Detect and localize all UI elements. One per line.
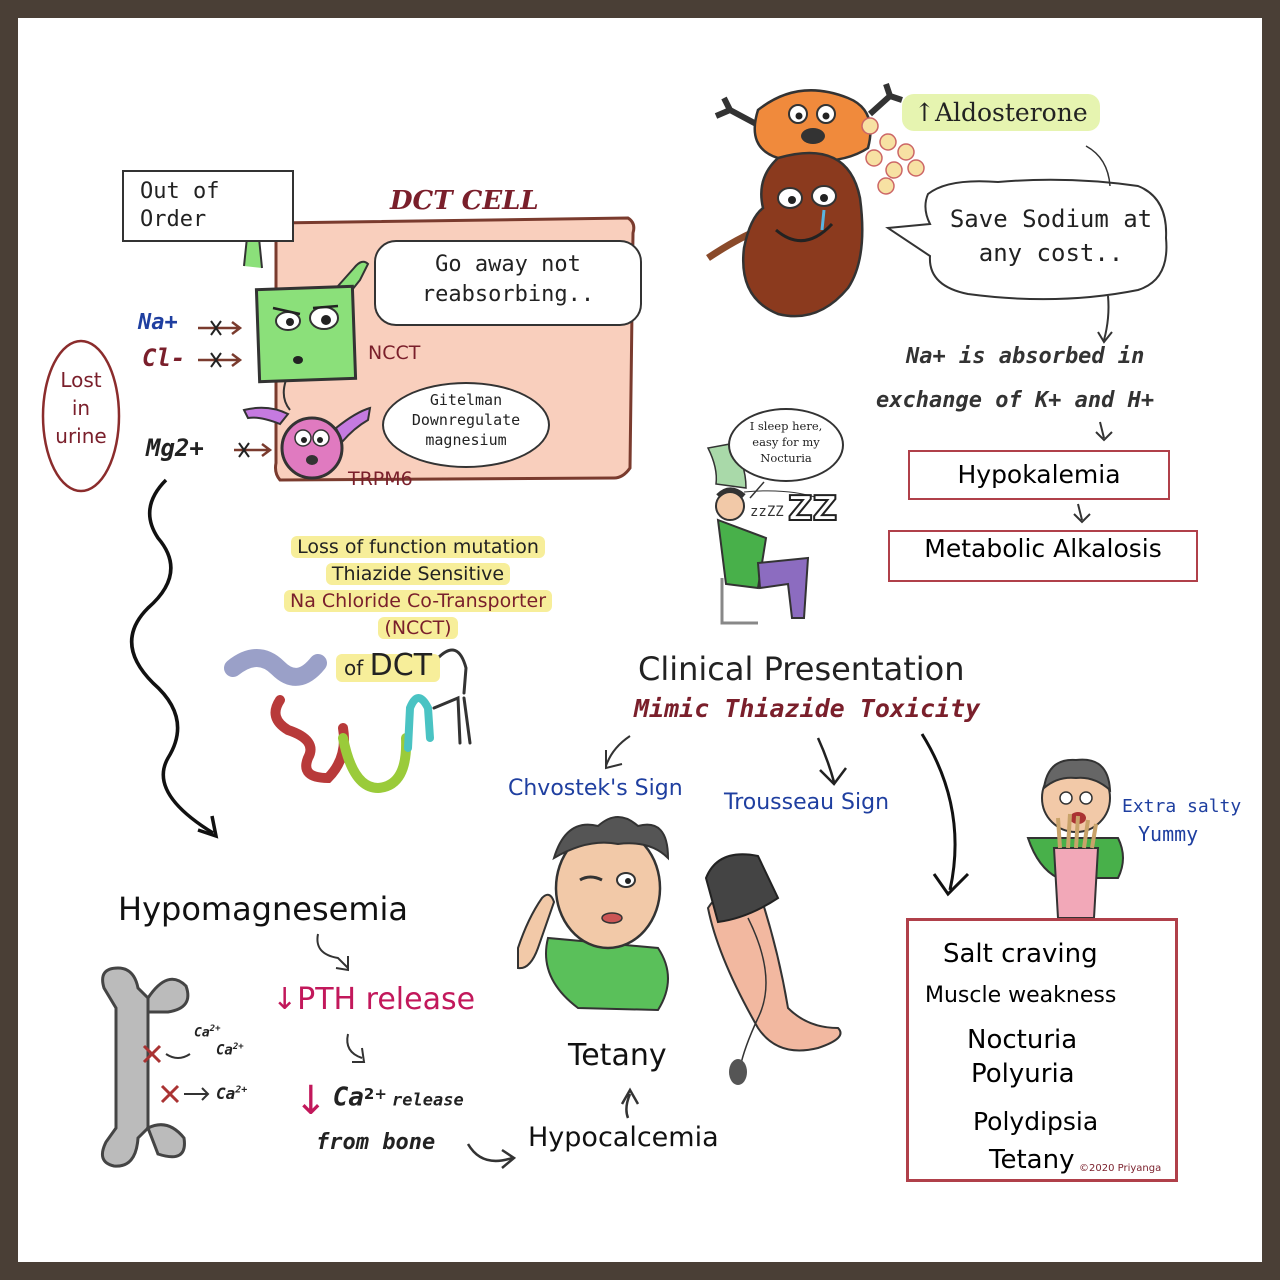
pth-release: ↓PTH release [272,982,476,1017]
ncct-protein [224,648,472,794]
aldosterone-text: ↑Aldosterone [914,98,1088,127]
symptom-polyuria: Polyuria [971,1059,1075,1089]
alkalosis-box: Metabolic Alkalosis [888,530,1198,582]
dct-word: DCT [369,648,433,683]
hypokalemia-text: Hypokalemia [957,460,1121,489]
mutation-line-2: Thiazide Sensitive [325,563,511,585]
out-of-order-box: Out of Order [122,170,294,242]
ca-down-arrow: ↓ [294,1078,328,1124]
dct-cell-title: DCT CELL [390,186,539,216]
lost-in-urine: Lost in urine [43,366,119,450]
yummy: Yummy [1138,822,1199,846]
chvostek-label: Chvostek's Sign [508,776,683,801]
bone-ca-1: Ca2+ [194,1024,221,1041]
symptom-salt-craving: Salt craving [943,939,1098,969]
mutation-line-1: Loss of function mutation [291,536,545,558]
save-sodium-cloud [885,178,1168,301]
trpm6-label: TRPM6 [348,468,413,490]
sleeping-man [706,443,819,625]
nocturia-text: I sleep here, easy for my Nocturia [749,419,823,465]
symptom-muscle-weakness: Muscle weakness [925,983,1117,1008]
save-sodium-text: Save Sodium at any cost.. [949,205,1153,267]
hypocalcemia: Hypocalcemia [528,1122,719,1153]
ion-cl: Cl- [142,344,186,372]
of-word: of [344,656,364,680]
lost-urine-ellipse [41,339,121,493]
go-away-text: Go away not reabsorbing.. [421,252,595,307]
from-bone: from bone [316,1130,436,1155]
gitelman-text: Gitelman Downregulate magnesium [411,391,521,449]
ca-charge: 2+ [363,1085,387,1104]
exchange-line-2: exchange of K+ and H+ [876,388,1155,413]
bone [100,966,210,1168]
extra-salty: Extra salty [1122,796,1242,817]
face-chvostek [517,816,670,1012]
symptoms-box: Salt craving Muscle weakness Nocturia Po… [906,918,1178,1182]
exchange-line-1: Na+ is absorbed in [906,344,1145,369]
ca-release-word: release [392,1090,464,1111]
mutation-block: Loss of function mutation Thiazide Sensi… [248,534,588,642]
of-dct: of DCT [336,648,441,683]
ca-release: ↓ Ca2+ release [294,1078,464,1124]
kidney-character [706,151,864,318]
hypomagnesemia: Hypomagnesemia [118,890,408,928]
adrenal-character [714,83,903,163]
aldosterone-label: ↑Aldosterone [902,94,1100,131]
mutation-line-3: Na Chloride Co-Transporter [284,590,552,612]
tetany-label: Tetany [568,1038,667,1073]
drawings-layer: zzZZ ZZ [41,83,1168,1169]
clinical-subtitle: Mimic Thiazide Toxicity [634,694,981,723]
alkalosis-text: Metabolic Alkalosis [924,534,1162,563]
svg-text:zzZZ: zzZZ [750,504,784,520]
symptom-polydipsia: Polydipsia [973,1107,1099,1136]
symptom-nocturia: Nocturia [967,1025,1078,1055]
nocturia-bubble: I sleep here, easy for my Nocturia [728,408,844,482]
arm-cuff [704,853,842,1085]
svg-text:ZZ: ZZ [788,489,837,529]
in-word: in [71,396,91,420]
clinical-title: Clinical Presentation [638,650,965,688]
infographic-canvas: zzZZ ZZ [18,18,1262,1262]
trpm6-character [242,406,372,480]
out-of-order-text: Out of Order [140,179,220,232]
lost-word: Lost [60,368,102,392]
mutation-line-4: (NCCT) [378,617,458,639]
bone-ca-2: Ca2+ [216,1042,244,1059]
man-fries [1026,758,1124,919]
hypokalemia-box: Hypokalemia [908,450,1170,500]
copyright: ©2020 Priyanga [1079,1163,1162,1174]
ion-na: Na+ [138,310,178,335]
sleep-bubble-tail [749,481,765,499]
ion-mg: Mg2+ [146,434,204,462]
hormone-dots [861,117,925,195]
symptom-tetany: Tetany [989,1145,1075,1175]
gitelman-bubble: Gitelman Downregulate magnesium [382,382,550,468]
ncct-label: NCCT [368,342,421,364]
wavy-arrow-down [130,478,214,835]
urine-word: urine [55,424,107,448]
trousseau-label: Trousseau Sign [724,790,890,815]
bone-ca-3: Ca2+ [216,1084,248,1103]
go-away-speech: Go away not reabsorbing.. [374,240,642,326]
ca-symbol: Ca [332,1082,364,1113]
